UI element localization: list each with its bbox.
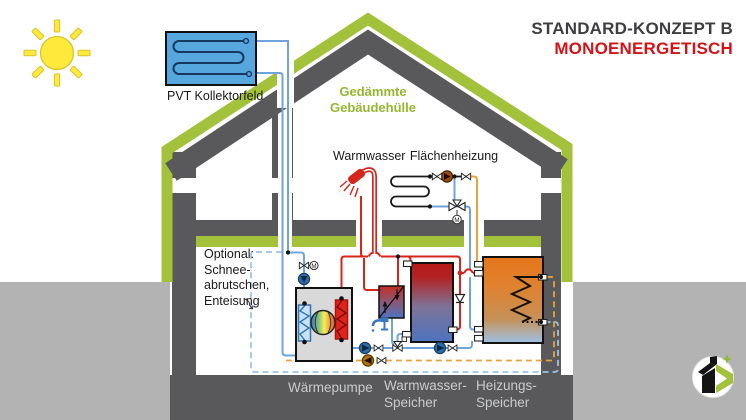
junction-dots (285, 174, 544, 345)
optional-pointer-arrow (244, 298, 254, 310)
source-pump-icon (297, 272, 311, 286)
mixing-valve-motor: M (448, 199, 466, 225)
heat-pump-unit (295, 287, 353, 362)
optional-deicing-circuit (250, 251, 559, 373)
pvt-collector-label: PVT Kollektorfeld (167, 89, 264, 103)
warmwasser-label: Warmwasser (333, 149, 406, 163)
buffer-tank-label: Heizungs- Speicher (476, 378, 537, 410)
loading-pump-icon (358, 341, 372, 355)
three-way-valve (392, 336, 407, 352)
title-line2: MONOENERGETISCH (554, 39, 733, 58)
ground (0, 282, 746, 420)
optional-label: Optional: Schnee- abrutschen, Enteisung (204, 247, 270, 308)
svg-text:M: M (454, 217, 459, 224)
hot-water-pipes (340, 196, 475, 331)
buffer-coil (509, 276, 541, 323)
sun-icon (23, 19, 91, 87)
fh-pump-icon (440, 170, 454, 183)
compressor-icon (310, 309, 336, 336)
fresh-water-station (378, 285, 405, 319)
tap-icon (371, 317, 389, 332)
buffer-pump-icon (433, 341, 447, 355)
source-valve-motor: M (298, 260, 319, 271)
condenser (334, 299, 349, 340)
dhw-tank (410, 262, 454, 343)
deicing-pump-icon (361, 354, 375, 367)
heat-pump-label: Wärmepumpe (288, 380, 373, 395)
floor-heating-coil (390, 175, 430, 208)
buffer-tank (482, 256, 544, 344)
envelope-label: Gedämmte Gebäudehülle (330, 84, 416, 115)
svg-text:M: M (311, 263, 316, 270)
page-title: STANDARD-KONZEPT B MONOENERGETISCH (531, 19, 733, 59)
evaporator (297, 304, 312, 342)
pipe-crossings (367, 250, 474, 278)
shower-icon (339, 167, 377, 254)
pvt-collector-panel (165, 31, 257, 86)
title-line1: STANDARD-KONZEPT B (531, 19, 733, 38)
check-valve-icon (454, 293, 466, 304)
flaechenheizung-label: Flächenheizung (409, 149, 499, 163)
dhw-tank-label: Warmwasser- Speicher (384, 378, 467, 410)
company-logo (692, 354, 734, 398)
